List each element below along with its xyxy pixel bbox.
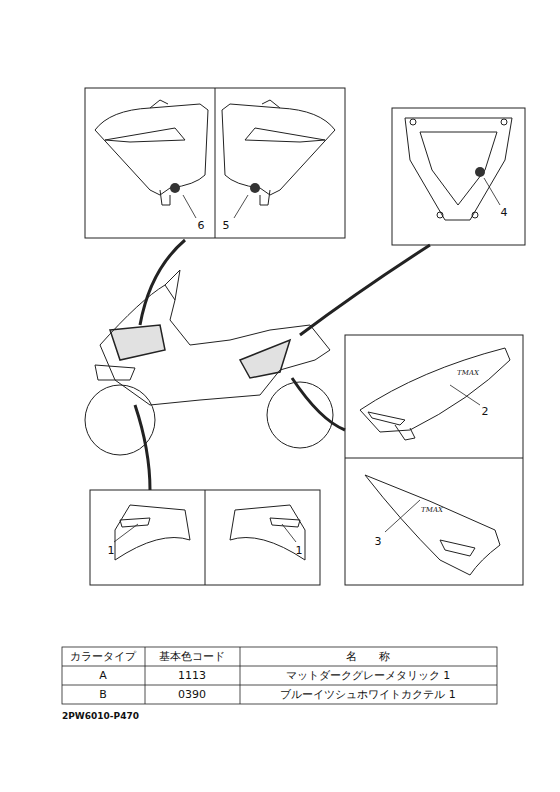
callout-number: 5 <box>223 220 230 231</box>
callout-number: 1 <box>108 545 115 556</box>
table-cell: 0390 <box>178 689 206 700</box>
table-cell: マットダークグレーメタリック 1 <box>286 670 451 681</box>
figure-code: 2PW6010-P470 <box>62 712 139 721</box>
logo-text: TMAX <box>421 507 443 514</box>
table-header: 名 称 <box>346 651 390 662</box>
table-cell: B <box>99 689 107 700</box>
table-cell: A <box>99 670 107 681</box>
panel-frame <box>85 88 345 238</box>
callout-number: 4 <box>501 207 508 218</box>
table-cell: 1113 <box>178 670 206 681</box>
table-header: 基本色コード <box>159 651 225 662</box>
callout-number: 2 <box>482 406 489 417</box>
logo-text: TMAX <box>457 370 479 377</box>
callout-number: 3 <box>375 536 382 547</box>
callout-number: 1 <box>296 545 303 556</box>
table-header: カラータイプ <box>70 651 136 662</box>
table-cell: ブルーイツシュホワイトカクテル 1 <box>280 689 456 700</box>
callout-number: 6 <box>198 220 205 231</box>
